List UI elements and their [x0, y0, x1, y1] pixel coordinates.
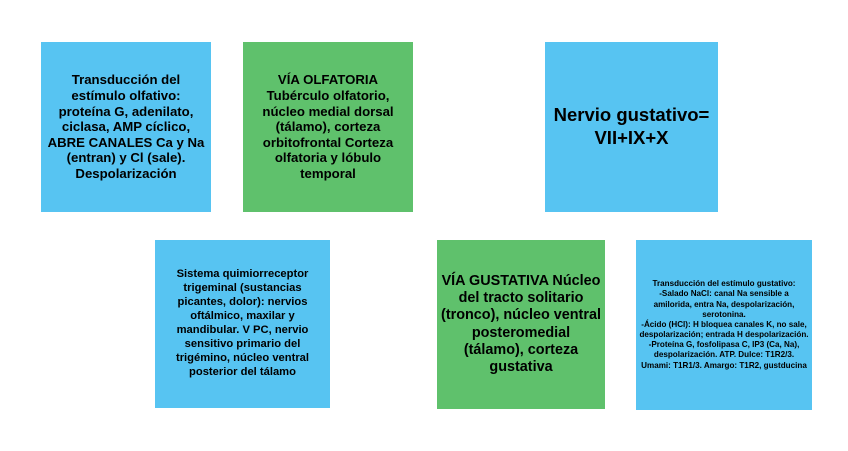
- concept-box-trigeminal-system-text: Sistema quimiorreceptor trigeminal (sust…: [175, 268, 310, 378]
- concept-box-trigeminal-system[interactable]: Sistema quimiorreceptor trigeminal (sust…: [155, 240, 330, 408]
- concept-box-gustatory-nerve[interactable]: Nervio gustativo= VII+IX+X: [545, 42, 718, 212]
- concept-box-olfactory-pathway-text: VÍA OLFATORIA Tubérculo olfatorio, núcle…: [262, 72, 394, 181]
- concept-box-olfactory-pathway[interactable]: VÍA OLFATORIA Tubérculo olfatorio, núcle…: [243, 42, 413, 212]
- concept-box-olfactory-transduction[interactable]: Transducción del estímulo olfativo: prot…: [41, 42, 211, 212]
- concept-box-gustatory-transduction[interactable]: Transducción del estímulo gustativo: -Sa…: [636, 240, 812, 410]
- concept-box-gustatory-transduction-text: Transducción del estímulo gustativo: -Sa…: [639, 279, 809, 370]
- concept-box-gustatory-pathway-text: VÍA GUSTATIVA Núcleo del tracto solitari…: [441, 272, 601, 376]
- concept-box-gustatory-pathway[interactable]: VÍA GUSTATIVA Núcleo del tracto solitari…: [437, 240, 605, 409]
- concept-box-gustatory-nerve-text: Nervio gustativo= VII+IX+X: [553, 104, 710, 148]
- concept-box-olfactory-transduction-text: Transducción del estímulo olfativo: prot…: [47, 72, 205, 181]
